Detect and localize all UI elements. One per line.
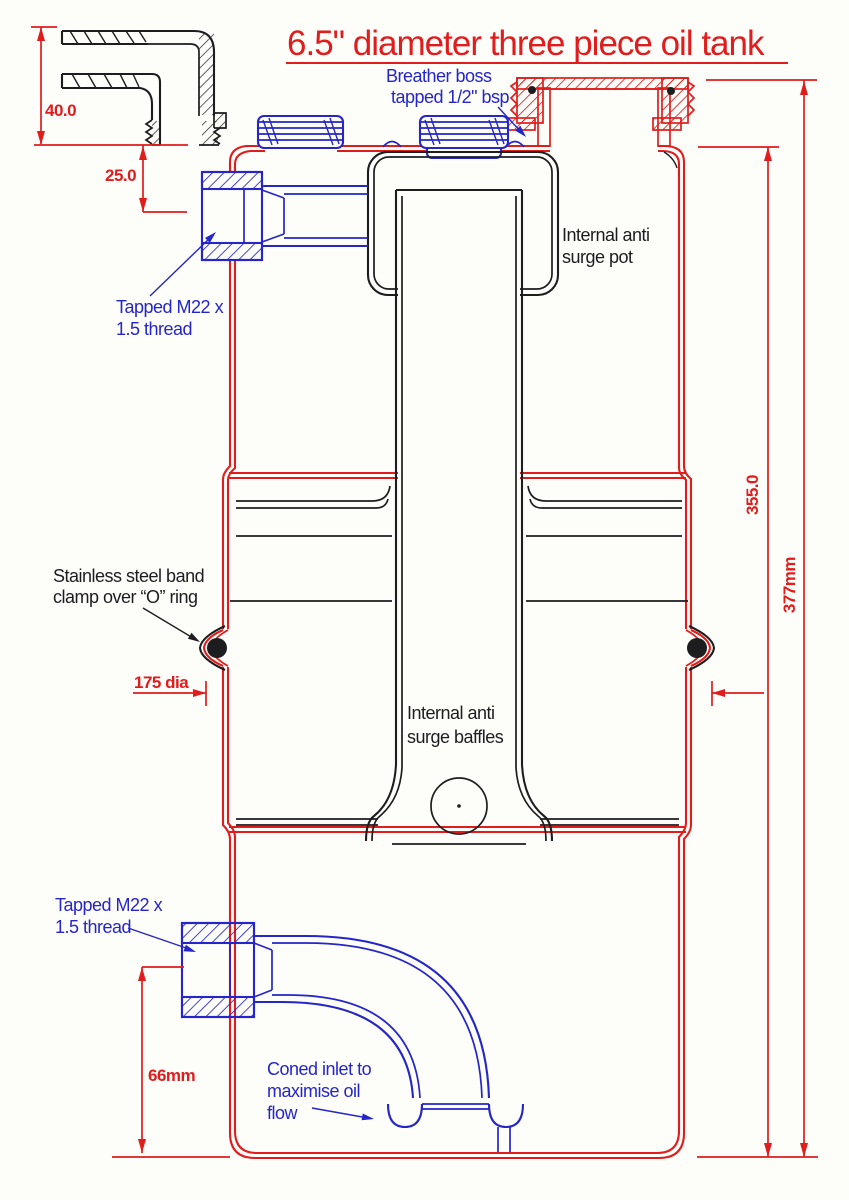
band-clamp-right (685, 625, 716, 671)
svg-text:Breather boss: Breather boss (386, 66, 492, 86)
surge-baffles-label: Internal anti surge baffles (407, 703, 504, 747)
coned-inlet (386, 1103, 525, 1152)
band-clamp-label: Stainless steel band clamp over “O” ring (53, 566, 205, 642)
filler-cap (506, 77, 696, 169)
weld-bead-right (505, 140, 525, 148)
dim-66-text: 66mm (148, 1066, 196, 1085)
svg-text:1.5 thread: 1.5 thread (55, 917, 131, 937)
baffle-hole (430, 777, 488, 835)
dim-355-text: 355.0 (743, 475, 762, 515)
dim-377-text: 377mm (780, 557, 799, 613)
cap-seal-dot-right (667, 87, 675, 95)
breather-label: Breather boss tapped 1/2" bsp (386, 66, 526, 137)
svg-text:Internal anti: Internal anti (562, 225, 650, 245)
dim-diameter: 175 dia (133, 673, 764, 706)
dim-elbow-offset: 25.0 (105, 145, 187, 213)
baffle-shelves (230, 485, 688, 826)
svg-text:Internal anti: Internal anti (407, 703, 495, 723)
dim-175-text: 175 dia (134, 673, 189, 692)
svg-text:clamp over “O” ring: clamp over “O” ring (53, 587, 198, 607)
pickup-pipe (254, 934, 525, 1152)
coned-inlet-label: Coned inlet to maximise oil flow (267, 1059, 374, 1123)
svg-text:Tapped M22 x: Tapped M22 x (55, 895, 163, 915)
surge-tube-interior (398, 178, 520, 810)
dim-body-height: 355.0 (698, 146, 779, 1157)
inlet-fitting-top (200, 170, 368, 262)
svg-text:Stainless steel band: Stainless steel band (53, 566, 204, 586)
weld-bead-left (382, 140, 402, 148)
svg-text:maximise oil: maximise oil (267, 1081, 360, 1101)
dim-elbow-height: 40.0 (31, 26, 188, 146)
svg-text:surge baffles: surge baffles (407, 727, 504, 747)
svg-text:1.5 thread: 1.5 thread (116, 319, 192, 339)
surge-pot-label: Internal anti surge pot (562, 225, 650, 267)
svg-text:Tapped M22 x: Tapped M22 x (116, 297, 224, 317)
dim-40-text: 40.0 (45, 101, 76, 120)
cap-seal-dot-left (528, 86, 536, 94)
tapped-bottom-label: Tapped M22 x 1.5 thread (55, 895, 196, 952)
outlet-fitting-bottom (180, 921, 273, 1019)
tapped-top-label: Tapped M22 x 1.5 thread (116, 232, 224, 339)
svg-text:Coned inlet to: Coned inlet to (267, 1059, 372, 1079)
weld-arc (663, 151, 678, 169)
dim-outlet-height: 66mm (112, 966, 230, 1158)
page-title: 6.5" diameter three piece oil tank (287, 24, 765, 63)
surge-tube (364, 188, 554, 845)
dim-overall-height: 377mm (697, 79, 818, 1158)
band-clamp-left (198, 625, 229, 671)
svg-text:flow: flow (267, 1103, 299, 1123)
svg-text:tapped 1/2" bsp: tapped 1/2" bsp (391, 87, 509, 107)
elbow-fitting-detail (60, 29, 227, 146)
svg-text:surge pot: surge pot (562, 247, 633, 267)
breather-boss-left (256, 114, 345, 158)
dim-25-text: 25.0 (105, 166, 136, 185)
